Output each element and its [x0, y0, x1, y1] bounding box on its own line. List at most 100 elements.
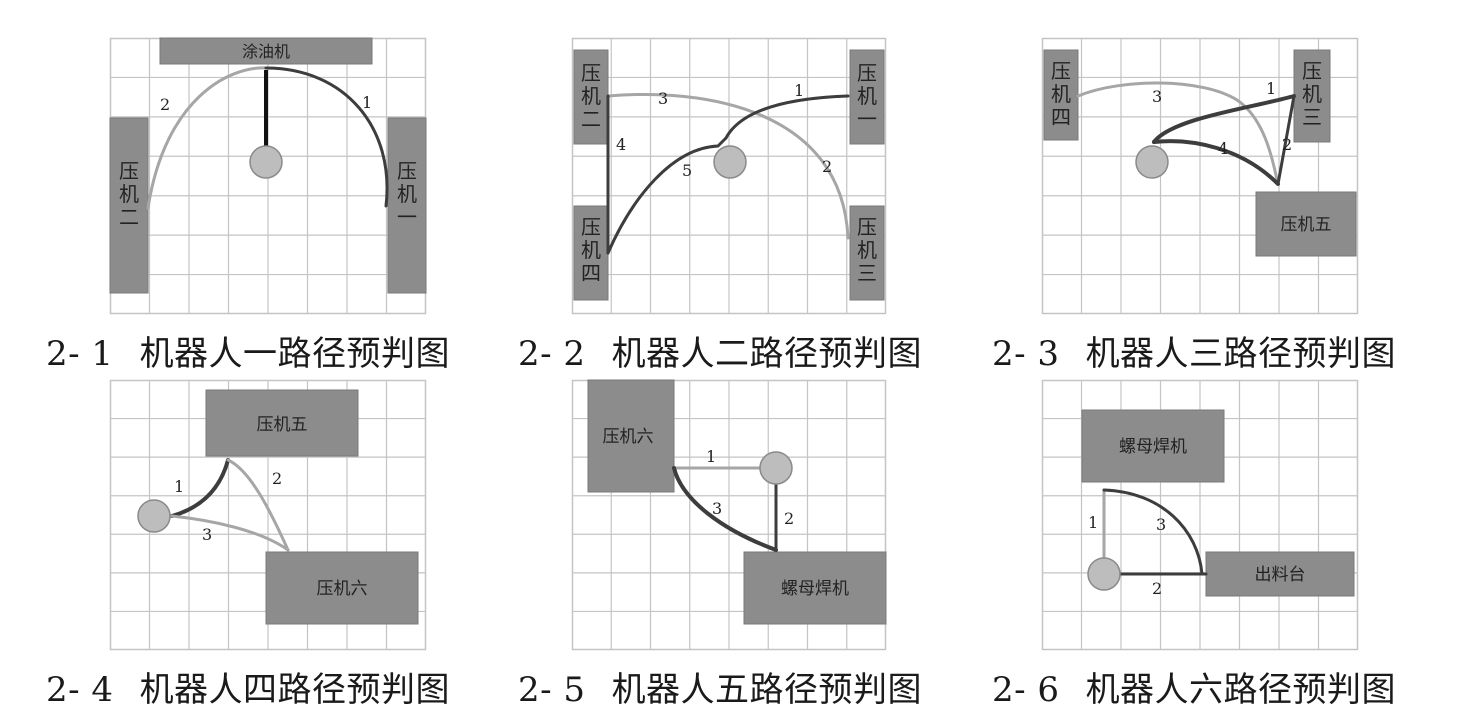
- caption-2-4: 2- 4 机器人四路径预判图: [46, 662, 450, 711]
- machine-box: [159, 37, 373, 65]
- machine-box: [1293, 49, 1331, 143]
- robot-icon: [1135, 145, 1169, 179]
- machine-label: 压机二: [581, 61, 601, 131]
- caption-text: 机器人五路径预判图: [611, 670, 923, 710]
- machine-box: [849, 205, 885, 301]
- panel-2-2: 压机二 压机一 压机四 压机三 1 2 3 4 5: [571, 37, 887, 315]
- machine-nut-welder: 螺母焊机: [1081, 409, 1225, 483]
- panel-2-4-diagram: 压机五 压机六 1 2 3: [109, 379, 427, 651]
- machine-label: 压机一: [857, 61, 877, 131]
- machine-label: 压机四: [581, 215, 601, 285]
- caption-2-2: 2- 2 机器人二路径预判图: [518, 326, 922, 375]
- path-2: [146, 66, 268, 210]
- panel-2-1-diagram: 涂油机 压机二 压机一 1 2: [109, 37, 427, 315]
- machine-box: [205, 389, 359, 457]
- machine-box: [849, 49, 885, 145]
- machine-press-5: 压机五: [205, 389, 359, 457]
- machine-box: [573, 205, 609, 301]
- caption-number: 2- 4: [46, 670, 114, 710]
- grid: [1041, 37, 1359, 315]
- machine-press-3: 压机三: [849, 205, 885, 301]
- machine-box: [1043, 49, 1079, 141]
- machine-press-1: 压机一: [849, 49, 885, 145]
- caption-number: 2- 1: [46, 334, 114, 374]
- path-2: [226, 458, 290, 552]
- panel-2-2-diagram: 压机二 压机一 压机四 压机三 1 2 3 4 5: [571, 37, 887, 315]
- caption-text: 机器人二路径预判图: [611, 334, 923, 374]
- machine-box: [573, 49, 609, 145]
- robot-icon: [713, 145, 747, 179]
- path-label-2: 2: [1152, 579, 1162, 598]
- machine-box: [1081, 409, 1225, 483]
- path-label-1: 1: [794, 81, 804, 100]
- path-label-3: 3: [202, 525, 212, 544]
- caption-number: 2- 3: [992, 334, 1060, 374]
- path-label-3: 3: [1156, 515, 1166, 534]
- path-1: [1152, 139, 1280, 186]
- path-label-3: 3: [712, 499, 722, 518]
- panel-2-6: 螺母焊机 出料台 1 2 3: [1041, 379, 1359, 651]
- panel-2-1: 涂油机 压机二 压机一 1 2: [109, 37, 427, 315]
- caption-text: 机器人三路径预判图: [1085, 334, 1397, 374]
- path-label-1: 1: [362, 93, 372, 112]
- machine-label: 螺母焊机: [781, 579, 849, 599]
- machine-box: [587, 379, 675, 493]
- machine-output-table: 出料台: [1205, 551, 1355, 597]
- machine-box: [1255, 191, 1357, 257]
- machine-press-4: 压机四: [1043, 49, 1079, 141]
- path-label-4: 4: [1218, 139, 1228, 158]
- machine-press-4: 压机四: [573, 205, 609, 301]
- machine-press-3: 压机三: [1293, 49, 1331, 143]
- caption-2-5: 2- 5 机器人五路径预判图: [518, 662, 922, 711]
- path-label-4: 4: [616, 135, 626, 154]
- machine-nut-welder: 螺母焊机: [743, 551, 887, 625]
- panel-2-5: 压机六 螺母焊机 1 2 3: [571, 379, 887, 651]
- path-label-3: 3: [658, 89, 668, 108]
- path-2: [1276, 95, 1296, 185]
- path-3: [170, 514, 290, 552]
- path-label-1: 1: [1266, 79, 1276, 98]
- machine-box: [265, 551, 419, 625]
- machine-label: 压机五: [257, 415, 308, 435]
- path-1: [170, 458, 230, 518]
- machine-box: [109, 117, 149, 294]
- machine-box: [1205, 551, 1355, 597]
- machine-label: 压机六: [317, 579, 368, 599]
- machine-press-6: 压机六: [265, 551, 419, 625]
- caption-number: 2- 2: [518, 334, 586, 374]
- machine-label: 压机五: [1281, 215, 1332, 235]
- path-1: [264, 66, 389, 208]
- panel-2-6-diagram: 螺母焊机 出料台 1 2 3: [1041, 379, 1359, 651]
- path-label-2: 2: [784, 509, 794, 528]
- path-label-5: 5: [682, 161, 692, 180]
- machine-press-1: 压机一: [387, 117, 427, 294]
- machine-press-6: 压机六: [587, 379, 675, 493]
- path-label-2: 2: [160, 95, 170, 114]
- machine-label: 涂油机: [242, 42, 290, 61]
- robot-icon: [249, 145, 283, 179]
- panel-2-3-diagram: 压机四 压机三 压机五 1 2 3 4: [1041, 37, 1359, 315]
- caption-number: 2- 5: [518, 670, 586, 710]
- path-3: [1076, 81, 1280, 186]
- robot-icon: [759, 451, 793, 485]
- caption-2-3: 2- 3 机器人三路径预判图: [992, 326, 1396, 375]
- path-label-2: 2: [1282, 135, 1292, 154]
- machine-label: 出料台: [1255, 565, 1306, 585]
- path-5: [606, 136, 728, 255]
- path-label-1: 1: [1088, 513, 1098, 532]
- machine-label: 压机四: [1051, 59, 1071, 129]
- robot-icon: [137, 499, 171, 533]
- panel-2-5-diagram: 压机六 螺母焊机 1 2 3: [571, 379, 887, 651]
- path-1: [724, 94, 850, 140]
- panel-2-4: 压机五 压机六 1 2 3: [109, 379, 427, 651]
- path-label-2: 2: [822, 157, 832, 176]
- caption-text: 机器人四路径预判图: [139, 670, 451, 710]
- machine-box: [387, 117, 427, 294]
- machine-box: [743, 551, 887, 625]
- machine-press-5: 压机五: [1255, 191, 1357, 257]
- robot-icon: [1087, 557, 1121, 591]
- machine-label: 压机一: [397, 159, 417, 229]
- path-3: [672, 466, 778, 552]
- machine-oiler: 涂油机: [159, 37, 373, 65]
